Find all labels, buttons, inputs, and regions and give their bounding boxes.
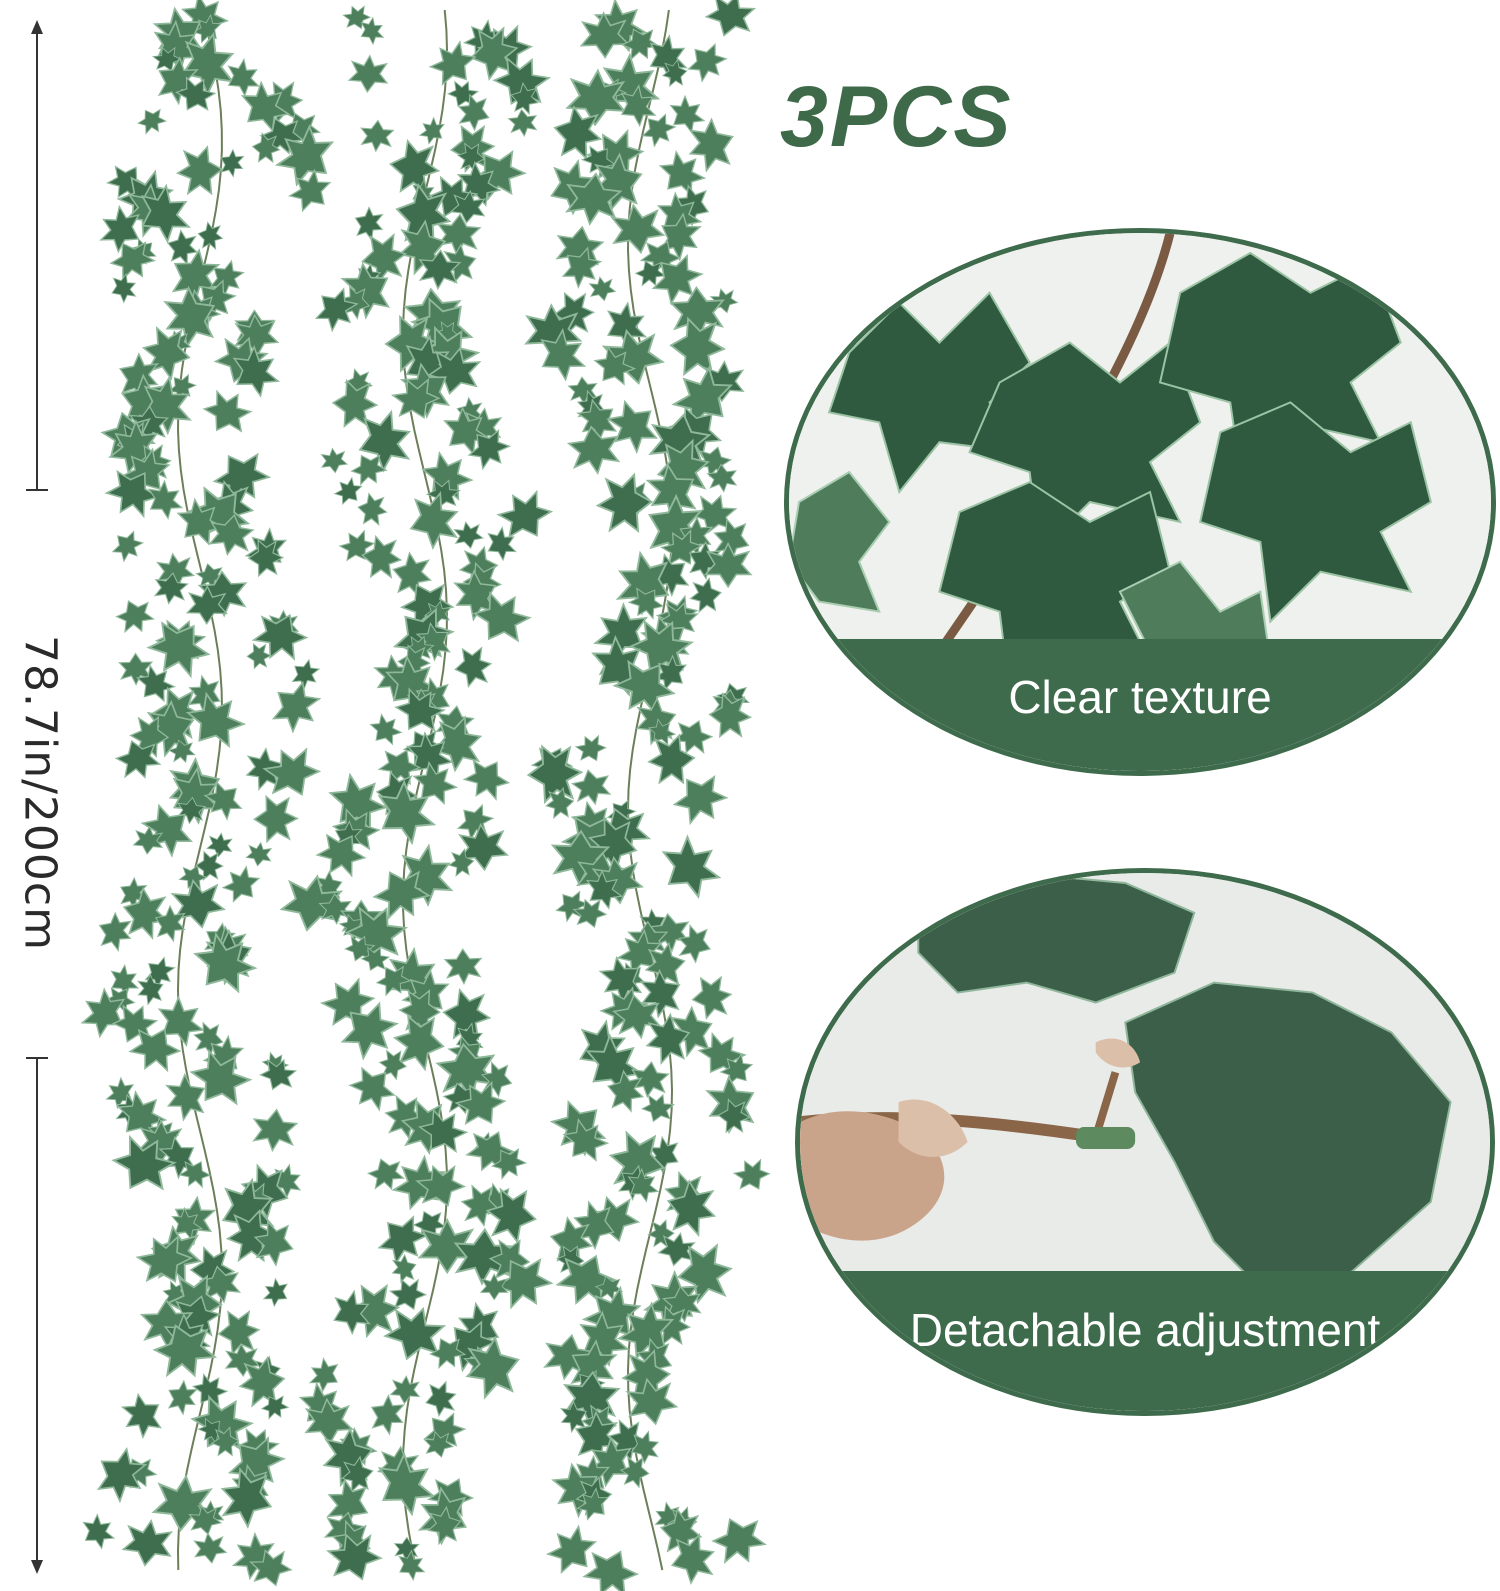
ivy-leaf (347, 53, 390, 94)
ivy-leaf (217, 860, 266, 909)
ivy-leaf (707, 1508, 772, 1572)
ivy-leaf (660, 58, 690, 89)
feature-label-band: Detachable adjustment (800, 1271, 1490, 1411)
ivy-leaf (364, 709, 407, 751)
ivy-leaf (258, 1274, 294, 1311)
ivy-leaf (444, 947, 483, 985)
ivy-leaf (458, 750, 516, 808)
feature-label: Clear texture (1008, 670, 1272, 723)
ivy-leaf (729, 1153, 774, 1197)
ivy-leaf (133, 103, 170, 139)
ivy-leaf (174, 145, 225, 198)
ivy-leaf (120, 1516, 176, 1570)
ivy-leaf (244, 840, 274, 869)
ivy-leaf (387, 1251, 421, 1286)
ivy-leaf (197, 382, 258, 442)
ivy-leaf (451, 644, 495, 689)
ivy-leaf (507, 107, 539, 138)
ivy-leaf (246, 642, 272, 670)
pack-count-headline: 3PCS (780, 69, 1013, 165)
ivy-leaf (686, 576, 725, 616)
vine-stem (401, 9, 449, 1571)
ivy-leaf (389, 1374, 422, 1405)
ivy-leaf (662, 90, 711, 139)
ivy-leaf (75, 1509, 120, 1554)
ivy-leaf (205, 831, 234, 859)
ivy-leaf (286, 654, 325, 694)
ivy-leaf (354, 491, 390, 528)
length-dimension-indicator: 78.7in/200cm (0, 0, 80, 1591)
ivy-leaf (112, 593, 159, 639)
ivy-leaf (253, 795, 299, 843)
ivy-leaf (689, 973, 735, 1021)
feature-label: Detachable adjustment (909, 1303, 1381, 1356)
feature-label-band: Clear texture (789, 639, 1491, 771)
feature-card-detachable-adjustment: Detachable adjustment (795, 868, 1495, 1416)
ivy-leaf (415, 113, 450, 149)
ivy-leaf (572, 730, 610, 768)
feature-card-clear-texture: Clear texture (784, 228, 1496, 776)
ivy-leaf (250, 1106, 299, 1154)
length-label: 78.7in/200cm (14, 635, 66, 951)
ivy-leaf (114, 1387, 171, 1444)
ivy-vine-strands (73, 0, 774, 1591)
ivy-leaf (701, 0, 760, 44)
ivy-leaf (161, 1376, 203, 1419)
ivy-leaf (393, 1536, 420, 1562)
ivy-leaf (587, 274, 618, 304)
ivy-leaf (681, 36, 733, 88)
dimension-arrow-icon (26, 20, 48, 1574)
ivy-leaf (263, 673, 328, 740)
ivy-garlands-photo (73, 0, 774, 1591)
ivy-leaf (451, 519, 485, 552)
ivy-leaf (106, 525, 148, 567)
ivy-leaf (349, 203, 389, 244)
ivy-leaf (359, 118, 395, 153)
ivy-leaf (319, 446, 349, 475)
ivy-leaf (421, 1378, 461, 1419)
ivy-leaf (304, 1354, 346, 1396)
ivy-leaf (650, 827, 730, 908)
ivy-leaf (195, 220, 226, 252)
ivy-leaf (191, 1530, 228, 1566)
